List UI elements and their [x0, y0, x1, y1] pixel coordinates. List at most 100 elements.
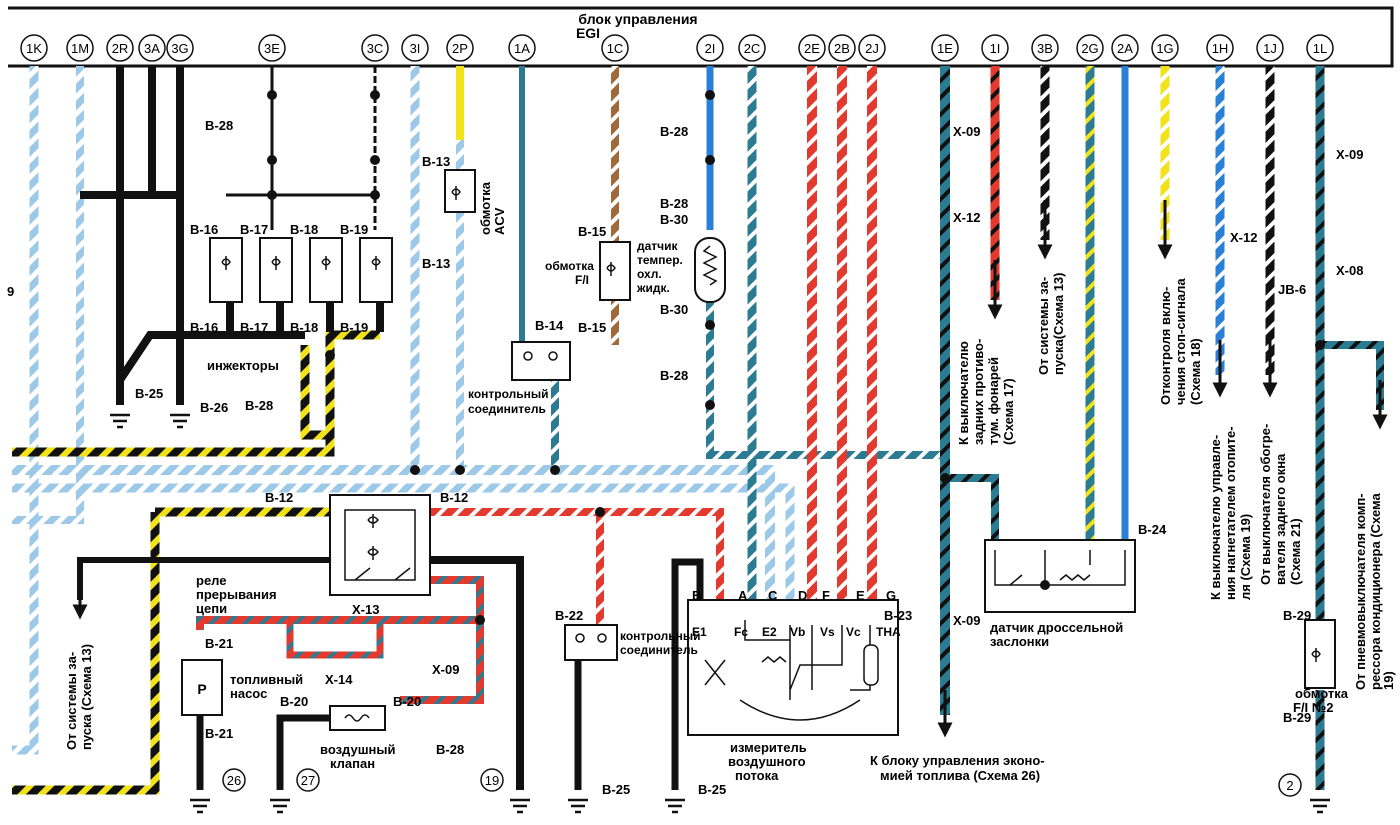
junction-dots [267, 90, 1325, 625]
connector-x12: X-12 [953, 210, 980, 225]
svg-text:1M: 1M [71, 41, 89, 56]
wire-relay-pump [196, 616, 480, 630]
ecu-pin-1l: 1L [1306, 34, 1334, 62]
svg-text:1I: 1I [990, 41, 1001, 56]
connector-x12: X-12 [1230, 230, 1257, 245]
start-right-1: От системы за- [1036, 277, 1051, 375]
connector-b21: B-21 [205, 636, 233, 651]
ecu-pin-3g: 3G [166, 34, 194, 62]
connector-b19: B-19 [340, 320, 368, 335]
relay-label-3: цепи [196, 601, 227, 616]
afm-terminal-vc: Vc [846, 625, 861, 639]
wire-injector-return [116, 331, 305, 383]
connector-b29: B-29 [1283, 608, 1311, 623]
afm-pin-g: G [886, 588, 896, 603]
afm-terminal-fc: Fc [734, 625, 748, 639]
connector-b14: B-14 [535, 318, 564, 333]
ecu-pin-1i: 1I [981, 34, 1009, 62]
connector-b12: B-12 [265, 490, 293, 505]
connector-b20: B-20 [280, 694, 308, 709]
wire-injector-loop [300, 345, 330, 440]
svg-text:2G: 2G [1081, 41, 1098, 56]
connector-x09: X-09 [1336, 147, 1363, 162]
rear-1: От выключателя обогре- [1258, 424, 1273, 585]
fi-label-2: F/I [575, 273, 589, 287]
ecu-pin-1g: 1G [1151, 34, 1179, 62]
stop-2: чения стоп-сигнала [1173, 278, 1188, 405]
connector-b17: B-17 [240, 222, 268, 237]
ecu-pin-2r: 2R [106, 34, 134, 62]
test-connector-2 [564, 624, 618, 661]
svg-text:2A: 2A [1117, 41, 1133, 56]
connector-b26: B-26 [200, 400, 228, 415]
afm-pin-e: E [856, 588, 865, 603]
afm-terminal-e1: E1 [692, 625, 707, 639]
fuel-pump-relay [329, 494, 431, 596]
fog-3: тум. фонарей [986, 357, 1001, 445]
injectors-label: инжекторы [207, 358, 279, 373]
wire-x14-loop [286, 620, 384, 659]
ecu-pin-1k: 1K [20, 34, 48, 62]
ecu-pin-1j: 1J [1256, 34, 1284, 62]
wire-afm-ground [671, 558, 704, 790]
air-flow-meter [687, 599, 899, 736]
svg-text:3B: 3B [1037, 41, 1053, 56]
acv-label-2: ACV [492, 207, 507, 235]
connector-b15: B-15 [578, 224, 606, 239]
wire-3a [148, 66, 180, 199]
connector-b30: B-30 [660, 212, 688, 227]
ecu-pin-2a: 2A [1111, 34, 1139, 62]
connector-b25: B-25 [602, 782, 630, 797]
ground-icon [510, 798, 530, 814]
connector-jb6: JB-6 [1278, 282, 1306, 297]
ecu-pin-3a: 3A [138, 34, 166, 62]
connector-b28: B-28 [660, 124, 688, 139]
connector-b21: B-21 [205, 726, 233, 741]
wire-1k [12, 66, 39, 755]
afm-pin-c: C [768, 588, 778, 603]
connector-b17: B-17 [240, 320, 268, 335]
connector-x13: X-13 [352, 602, 379, 617]
tps-label-1: датчик дроссельной [990, 620, 1123, 635]
svg-text:1G: 1G [1156, 41, 1173, 56]
wire-relay-afm [430, 508, 724, 600]
svg-text:19: 19 [485, 773, 499, 788]
afm-terminal-e2: E2 [762, 625, 777, 639]
ground-icon [270, 798, 290, 814]
ect-label-3: охл. [637, 267, 662, 281]
svg-text:2R: 2R [112, 41, 129, 56]
rear-2: вателя заднего окна [1273, 453, 1288, 585]
ecu-pin-1c: 1C [601, 34, 629, 62]
connector-b29: B-29 [1283, 710, 1311, 725]
connector-b25: B-25 [135, 386, 163, 401]
ecu-pin-1h: 1H [1206, 34, 1234, 62]
connector-b24: B-24 [1138, 522, 1167, 537]
ecu-pin-2c: 2C [738, 34, 766, 62]
afm-pin-f: F [822, 588, 830, 603]
rotated-labels: От системы за- пуска (Схема 13) К выключ… [64, 273, 1396, 750]
connector-x09: X-09 [953, 613, 980, 628]
air-valve [329, 705, 386, 731]
ecu-pin-1a: 1A [508, 34, 536, 62]
wire-relay-ground [430, 556, 524, 790]
injector-group [209, 237, 393, 332]
start-left-2: пуска (Схема 13) [79, 644, 94, 750]
connector-b15: B-15 [578, 320, 606, 335]
connector-9: 9 [7, 284, 14, 299]
ecu-pin-3c: 3C [361, 34, 389, 62]
svg-text:1H: 1H [1212, 41, 1229, 56]
ground-icon [170, 413, 190, 429]
connector-b28: B-28 [205, 118, 233, 133]
connector-b28: B-28 [245, 398, 273, 413]
fuel-pump: P [181, 659, 223, 716]
svg-text:2: 2 [1286, 778, 1293, 793]
wire-1m [12, 66, 84, 524]
test1-label-2: соединитель [468, 402, 546, 416]
test-connector-1 [511, 341, 571, 381]
connector-b19: B-19 [340, 222, 368, 237]
ac-3: 19) [1381, 671, 1396, 690]
svg-text:3A: 3A [144, 41, 160, 56]
ac-2: рессора кондиционера (Схема [1368, 493, 1383, 690]
connector-x09: X-09 [953, 124, 980, 139]
